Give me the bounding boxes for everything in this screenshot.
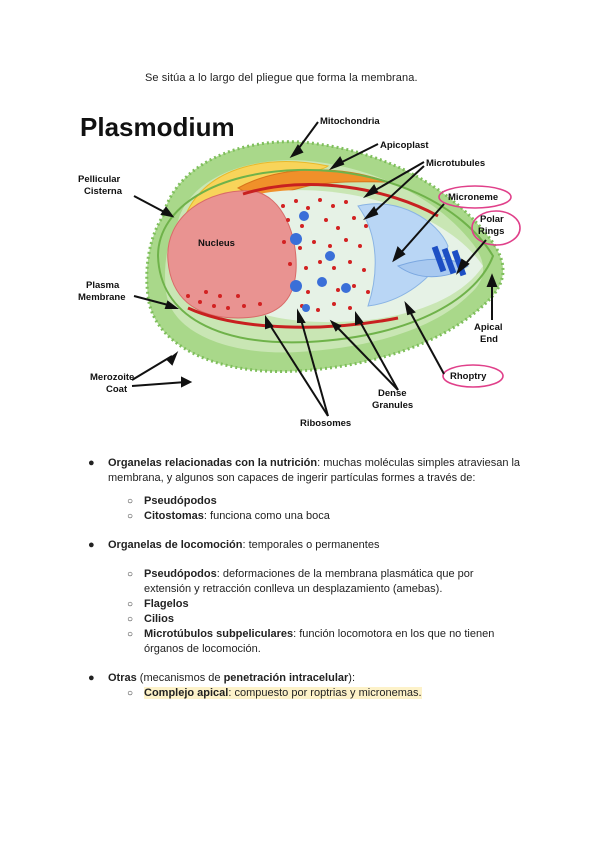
bullet-icon: ● [88,672,95,684]
label-microneme: Microneme [448,192,498,203]
inner-membrane-bottom [187,306,399,329]
inner-membrane-top [242,183,439,218]
label-merozoite-1: Merozoite [90,372,134,383]
highlight-circles [438,185,521,388]
label-rhoptry: Rhoptry [450,371,487,382]
label-apicoplast: Apicoplast [380,140,429,151]
sub-item-pseudopodos-2: ○ Pseudópodos: deformaciones de la membr… [80,567,550,597]
label-nucleus: Nucleus [198,238,235,249]
circle-bullet-icon: ○ [127,599,134,610]
rhoptry-highlight [442,364,504,388]
highlighted-text: Complejo apical: compuesto por roptrias … [144,687,422,699]
sub-item-title: Pseudópodos [144,568,217,580]
sub-item-text: órganos de locomoción. [144,643,261,655]
diagram-title: Plasmodium [80,112,235,142]
list-item-text: (mecanismos de [136,672,224,684]
sub-item-text: : funciona como una boca [203,510,330,522]
sub-item-flagelos: ○ Flagelos [80,597,550,612]
circle-bullet-icon: ○ [127,496,134,507]
sub-item-title: Pseudópodos [144,495,217,507]
sub-item-pseudopodos: ○ Pseudópodos [80,494,550,509]
polar-rings-highlight [471,210,521,246]
circle-bullet-icon: ○ [127,614,134,625]
label-plasma-2: Membrane [78,292,126,303]
sub-item-microtubulos: ○ Microtúbulos subpeliculares: función l… [80,627,550,657]
list-item-locomotion: ● Organelas de locomoción: temporales o … [80,538,550,553]
list-item-text: : temporales o permanentes [242,539,380,551]
circle-bullet-icon: ○ [127,511,134,522]
label-merozoite-2: Coat [106,384,128,395]
label-plasma-1: Plasma [86,280,120,291]
list-item-title: Otras [108,672,137,684]
label-polar-rings-2: Rings [478,226,504,237]
intro-text: Se sitúa a lo largo del pliegue que form… [145,72,418,84]
list-item-emphasis: penetración intracelular [223,672,349,684]
label-dense-2: Granules [372,400,413,411]
label-pellicular-2: Cisterna [84,186,123,197]
label-mitochondria: Mitochondria [320,116,380,127]
label-dense-1: Dense [378,388,407,399]
sub-item-citostomas: ○ Citostomas: funciona como una boca [80,509,550,524]
sub-item-text: : deformaciones de la membrana plasmátic… [216,568,474,580]
label-pellicular-1: Pellicular [78,174,121,185]
plasmodium-diagram: Plasmodium Mitochondria Apicoplast Micro… [68,96,538,446]
sub-item-title: Citostomas [144,510,204,522]
sub-item-title: Flagelos [144,598,189,610]
sub-item-complejo-apical: ○ Complejo apical: compuesto por roptria… [80,686,550,701]
label-polar-rings-1: Polar [480,214,504,225]
diagram-labels: Mitochondria Apicoplast Microtubules Mic… [78,116,504,429]
circle-bullet-icon: ○ [127,569,134,580]
microneme-highlight [438,185,512,209]
label-apical-2: End [480,334,498,345]
dense-granules [290,211,351,312]
list-item-nutrition: ● Organelas relacionadas con la nutrició… [80,456,550,486]
list-item-title: Organelas de locomoción [108,539,243,551]
sub-item-text: : función locomotora en los que no tiene… [293,628,495,640]
list-item-otras: ● Otras (mecanismos de penetración intra… [80,671,550,686]
bullet-icon: ● [88,457,95,469]
sub-item-title: Cilios [144,613,174,625]
list-item-text: ): [348,672,356,684]
sub-item-title: Microtúbulos subpeliculares [144,628,294,640]
circle-bullet-icon: ○ [127,688,134,699]
list-item-text: : muchas moléculas simples atraviesan la [317,457,521,469]
label-ribosomes: Ribosomes [300,418,351,429]
sub-item-cilios: ○ Cilios [80,612,550,627]
notes-list: ● Organelas relacionadas con la nutrició… [80,456,550,701]
bullet-icon: ● [88,539,95,551]
circle-bullet-icon: ○ [127,629,134,640]
sub-item-text: extensión y retracción conlleva un despl… [144,583,443,595]
polar-rings [431,245,467,277]
outer-membrane [156,168,495,344]
list-item-text: membrana, y algunos son capaces de inger… [108,472,476,484]
plasmodium-diagram-svg: Plasmodium Mitochondria Apicoplast Micro… [78,112,521,429]
label-apical-1: Apical [474,322,503,333]
sub-item-title: Complejo apical [144,687,229,699]
label-microtubules: Microtubules [426,158,485,169]
nucleus [167,190,297,319]
sub-item-text: : compuesto por roptrias y micronemas. [228,687,422,699]
leader-lines [131,121,498,417]
list-item-title: Organelas relacionadas con la nutrición [108,457,318,469]
